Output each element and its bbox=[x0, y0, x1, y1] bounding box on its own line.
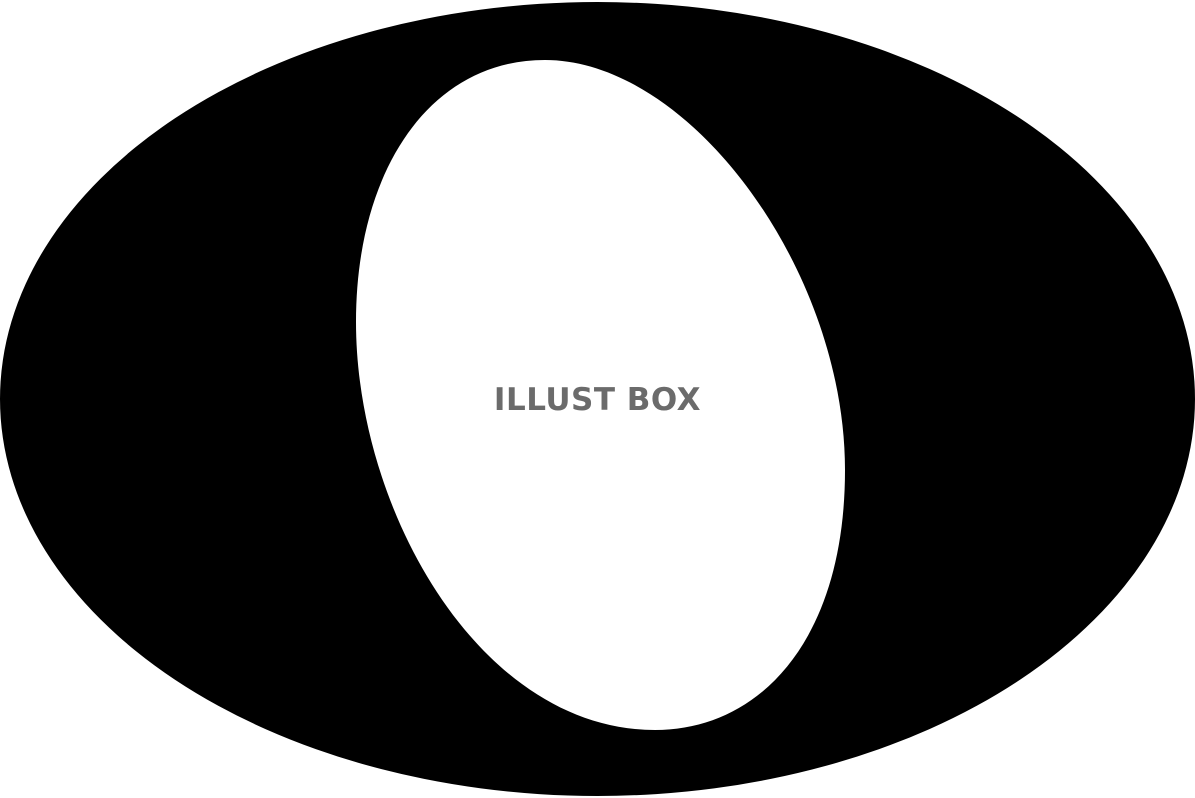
watermark-text: ILLUST BOX bbox=[493, 382, 702, 418]
